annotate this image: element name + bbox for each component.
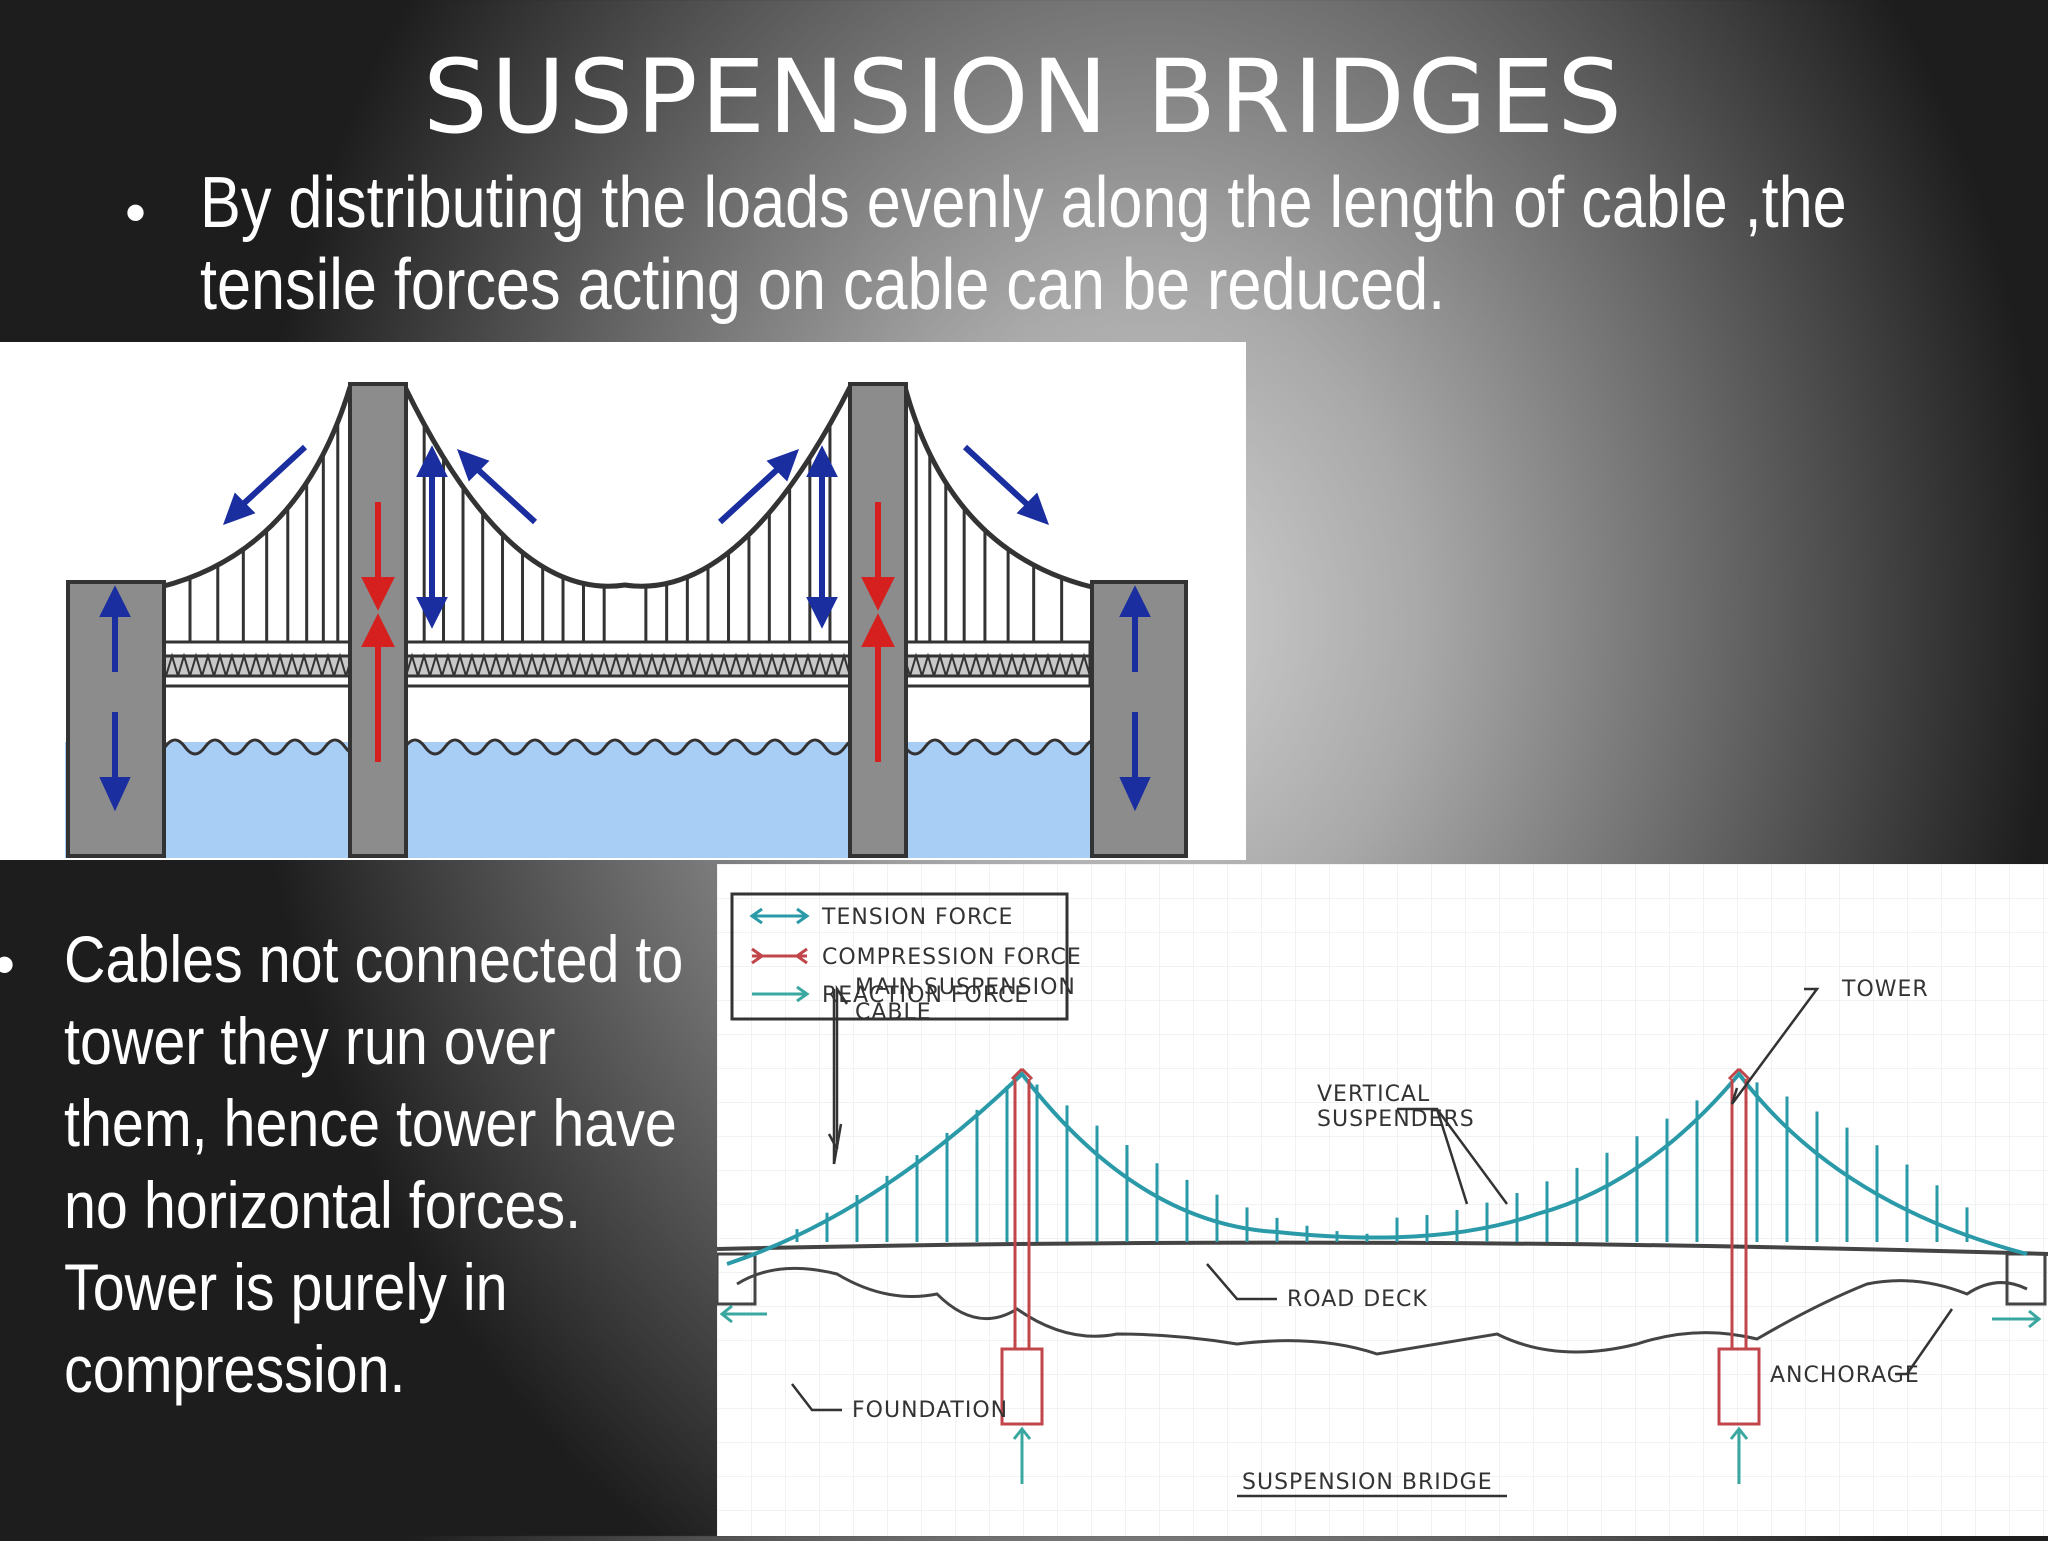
label-tower: TOWER: [1841, 977, 1929, 1002]
label-main-cable-2: CABLE: [855, 1000, 932, 1025]
towers: [1010, 1067, 1751, 1349]
reaction-arrows: [719, 1304, 2042, 1484]
caption-suspension-bridge: SUSPENSION BRIDGE: [1242, 1470, 1493, 1495]
legend-tension-label: TENSION FORCE: [821, 905, 1013, 930]
label-main-cable-1: MAIN SUSPENSION: [855, 975, 1076, 1000]
label-foundation: FOUNDATION: [852, 1398, 1008, 1423]
cable-right-span: [902, 386, 1093, 590]
label-vertical-2: SUSPENDERS: [1317, 1107, 1475, 1132]
cable-main-span: [402, 385, 853, 589]
cable-left-span: [159, 386, 353, 590]
legend-tension-arrow: [749, 907, 810, 925]
water-wave-line: [163, 738, 1127, 756]
sketch-svg: TENSION FORCE COMPRESSION FORCE REACTION…: [715, 864, 2048, 1536]
legend-reaction-label: REACTION FORCE: [822, 983, 1029, 1008]
deck-bottom: [158, 674, 1092, 688]
grid-paper: [717, 864, 2048, 1536]
road-deck-line: [716, 1240, 2048, 1256]
bullet-marker: •: [125, 179, 147, 246]
suspension-bridge-sketch: TENSION FORCE COMPRESSION FORCE REACTION…: [715, 864, 2048, 1536]
foundation-left: [1000, 1347, 1044, 1426]
label-anchorage: ANCHORAGE: [1770, 1363, 1920, 1388]
anchorage-left: [715, 1252, 757, 1306]
label-vertical-1: VERTICAL: [1317, 1082, 1430, 1107]
leader-lines: [791, 984, 1954, 1498]
legend-reaction-arrow: [752, 985, 810, 1003]
bridge-illustration-svg: [65, 382, 1188, 858]
legend-box: [730, 892, 1069, 1021]
slide-title: SUSPENSION BRIDGES: [423, 38, 1625, 157]
ground-profile: [736, 1266, 2028, 1356]
foundation-right: [1717, 1347, 1761, 1426]
deck-truss-pattern: [159, 652, 1097, 680]
bridge-force-illustration: [0, 342, 1246, 860]
water: [65, 742, 1185, 858]
compression-arrows-towers: [361, 502, 895, 762]
bullet-text-left: Cables not connected to tower they run o…: [64, 922, 684, 1406]
right-anchor-pier: [1090, 580, 1188, 858]
main-cable: [726, 1070, 2028, 1266]
tension-arrows: [99, 444, 1151, 812]
legend-compression-arrow: [751, 947, 808, 965]
label-road-deck: ROAD DECK: [1287, 1287, 1428, 1312]
bullet-text-top: By distributing the loads evenly along t…: [200, 163, 1847, 325]
legend-compression-label: COMPRESSION FORCE: [822, 945, 1082, 970]
deck-top: [158, 640, 1092, 658]
bullet-marker-left: •: [0, 930, 15, 999]
